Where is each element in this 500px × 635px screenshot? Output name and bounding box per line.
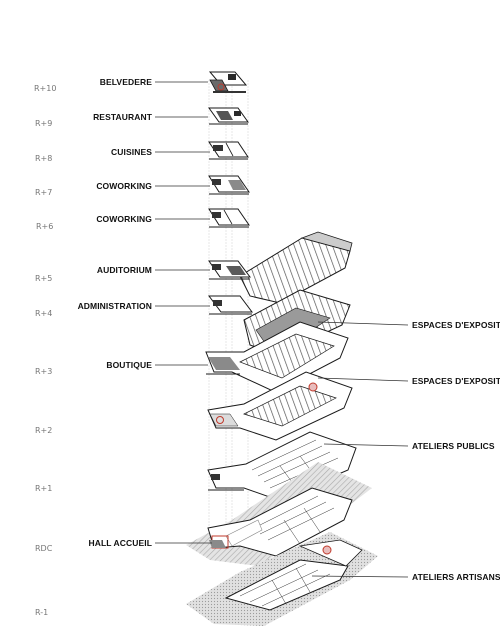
stair-marker [216, 416, 224, 424]
floor-plate-r5 [208, 231, 353, 304]
level-label: R+8 [35, 154, 52, 163]
level-label: R+5 [35, 274, 52, 283]
program-label-administration: ADMINISTRATION [78, 301, 152, 311]
right-labels: ESPACES D'EXPOSITIONS ESPACES D'EXPOSITI… [412, 320, 500, 582]
program-label-ateliers-artisans: ATELIERS ARTISANS [412, 572, 500, 582]
stair-marker [217, 83, 225, 91]
program-label-restaurant: RESTAURANT [93, 112, 153, 122]
floor-plate-r9 [208, 107, 249, 125]
level-label: R+3 [35, 367, 52, 376]
level-label: R+1 [35, 484, 52, 493]
level-label: R+9 [35, 119, 52, 128]
program-label-expositions-4: ESPACES D'EXPOSITIONS [412, 320, 500, 330]
level-label: R+6 [36, 222, 53, 231]
level-label: RDC [35, 544, 53, 553]
level-label: R-1 [35, 608, 48, 617]
level-label: R+7 [35, 188, 52, 197]
program-label-coworking-7: COWORKING [96, 181, 152, 191]
program-label-ateliers-publics: ATELIERS PUBLICS [412, 441, 495, 451]
floor-plate-r7 [208, 175, 250, 195]
program-label-hall-accueil: HALL ACCUEIL [88, 538, 152, 548]
floor-plate-r10 [208, 71, 248, 93]
level-label: R+4 [35, 309, 52, 318]
program-label-cuisines: CUISINES [111, 147, 152, 157]
program-label-expositions-3: ESPACES D'EXPOSITIONS [412, 376, 500, 386]
program-label-auditorium: AUDITORIUM [97, 265, 152, 275]
floor-plate-r8 [208, 141, 249, 160]
floor-plate-r1 [207, 431, 357, 501]
floor-plate-r3 [205, 321, 349, 393]
level-label: R+10 [34, 84, 56, 93]
floor-plate-rdc [186, 462, 372, 566]
floor-plate-r6 [208, 208, 250, 228]
level-labels: R+10 R+9 R+8 R+7 R+6 R+5 R+4 R+3 R+2 R+1… [34, 84, 56, 617]
program-label-coworking-6: COWORKING [96, 214, 152, 224]
program-label-boutique: BOUTIQUE [106, 360, 152, 370]
level-label: R+2 [35, 426, 52, 435]
program-label-belvedere: BELVEDERE [100, 77, 152, 87]
floor-plate-r-1 [186, 532, 378, 626]
leader-lines [155, 81, 409, 578]
stair-marker [308, 382, 318, 392]
floor-plate-r2 [207, 371, 353, 441]
stair-marker [322, 545, 332, 555]
left-labels: BELVEDERE RESTAURANT CUISINES COWORKING … [78, 77, 153, 548]
